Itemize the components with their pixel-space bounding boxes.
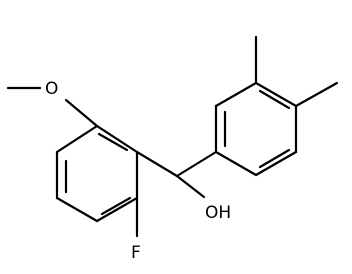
left-ring-bond <box>55 196 99 223</box>
bond-ch-oh <box>175 174 206 199</box>
hydroxyl-label: OH <box>205 203 231 223</box>
fluorine-label: F <box>131 243 141 263</box>
methoxy-oxygen-label: O <box>45 79 58 99</box>
left-ring-double-bond <box>100 196 132 216</box>
right-ring-bond <box>254 150 298 177</box>
right-ring-double-bond <box>258 148 291 169</box>
right-ring-double-bond <box>258 89 291 110</box>
bond-o-ring <box>64 98 99 128</box>
right-ring-bond <box>214 81 258 108</box>
right-ring-bond <box>254 81 298 108</box>
left-ring-bond <box>95 196 139 223</box>
bond-ring-ch <box>135 150 179 178</box>
left-ring-double-bond <box>97 132 129 152</box>
left-ring-bond <box>55 124 99 154</box>
bond-ch-ring <box>175 150 218 178</box>
left-ring-bond <box>95 124 139 154</box>
right-ring-bond <box>214 150 258 177</box>
bond-methyl-right <box>294 81 339 108</box>
